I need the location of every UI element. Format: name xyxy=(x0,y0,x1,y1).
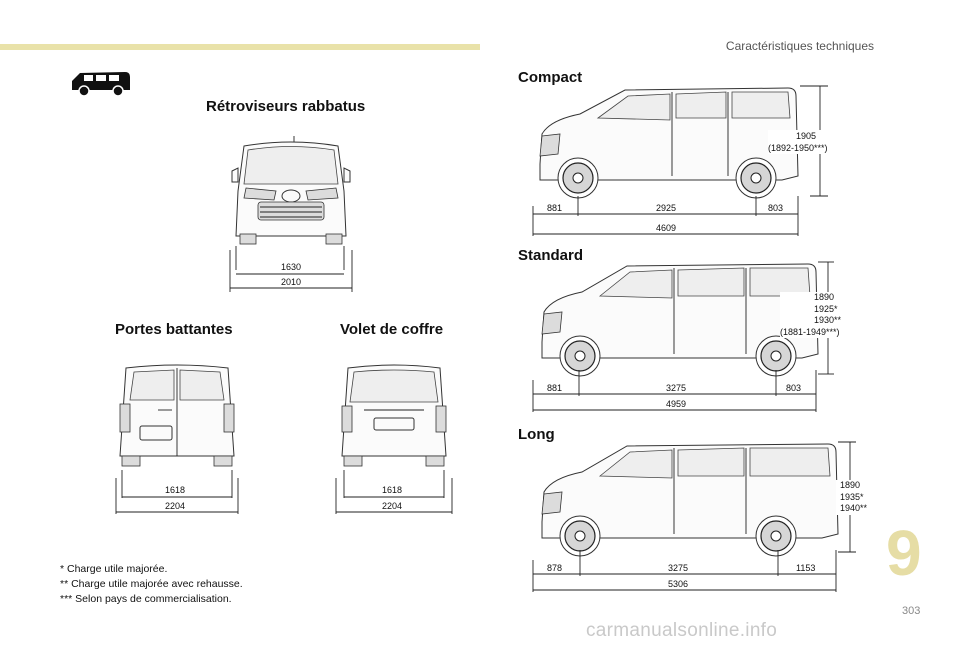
compact-wheelbase: 2925 xyxy=(656,203,677,213)
rear-doors-width-outer: 2204 xyxy=(165,501,186,511)
van-front-drawing xyxy=(231,136,351,245)
standard-height-line-1: 1890 xyxy=(814,292,835,302)
van-long-side-drawing xyxy=(541,443,839,557)
standard-front-overhang: 881 xyxy=(547,383,563,393)
compact-height: 1905 (1892-1950***) xyxy=(768,130,840,154)
rear-tailgate-title: Volet de coffre xyxy=(340,321,444,338)
van-pictogram-icon xyxy=(72,72,130,97)
compact-length: 4609 xyxy=(656,223,677,233)
compact-height-line-2: (1892-1950***) xyxy=(768,143,828,153)
rear-tailgate-width-inner: 1618 xyxy=(382,485,403,495)
long-height-line-1: 1890 xyxy=(840,480,861,490)
long-height-line-2: 1935* xyxy=(840,491,864,502)
long-front-overhang: 878 xyxy=(547,563,563,573)
long-rear-overhang: 1153 xyxy=(796,563,816,573)
standard-rear-overhang: 803 xyxy=(786,383,802,393)
long-length: 5306 xyxy=(668,579,689,589)
footnote-2: ** Charge utile majorée avec rehausse. xyxy=(60,578,243,590)
standard-height-line-4: (1881-1949***) xyxy=(780,326,840,337)
van-compact-side-drawing xyxy=(539,87,799,199)
page-number: 303 xyxy=(902,605,921,617)
compact-height-line-1: 1905 xyxy=(796,131,817,141)
standard-height-line-2: 1925* xyxy=(814,303,838,314)
front-view-title: Rétroviseurs rabbatus xyxy=(206,98,366,115)
rear-doors-title: Portes battantes xyxy=(115,321,233,338)
van-rear-doors-drawing xyxy=(119,364,235,467)
compact-rear-overhang: 803 xyxy=(768,203,784,213)
standard-wheelbase: 3275 xyxy=(666,383,687,393)
compact-front-overhang: 881 xyxy=(547,203,563,213)
rear-tailgate-width-outer: 2204 xyxy=(382,501,403,511)
long-title: Long xyxy=(518,426,555,443)
watermark: carmanualsonline.info xyxy=(586,620,778,641)
long-height: 1890 1935* 1940** xyxy=(836,480,876,515)
standard-height: 1890 1925* 1930** (1881-1949***) xyxy=(780,292,854,338)
standard-length: 4959 xyxy=(666,399,687,409)
footnote-3: *** Selon pays de commercialisation. xyxy=(60,593,232,605)
van-rear-tailgate-drawing xyxy=(341,364,447,467)
header-accent-bar xyxy=(0,44,480,50)
front-width-inner: 1630 xyxy=(281,262,302,272)
long-height-line-3: 1940** xyxy=(840,503,868,513)
standard-title: Standard xyxy=(518,247,584,264)
section-title: Caractéristiques techniques xyxy=(725,39,874,53)
rear-doors-width-inner: 1618 xyxy=(165,485,186,495)
standard-height-line-3: 1930** xyxy=(814,315,842,325)
chapter-number: 9 xyxy=(886,517,922,589)
long-wheelbase: 3275 xyxy=(668,563,689,573)
front-width-outer: 2010 xyxy=(281,277,302,287)
compact-title: Compact xyxy=(518,69,583,86)
footnote-1: * Charge utile majorée. xyxy=(60,563,168,575)
van-standard-side-drawing xyxy=(541,263,819,377)
